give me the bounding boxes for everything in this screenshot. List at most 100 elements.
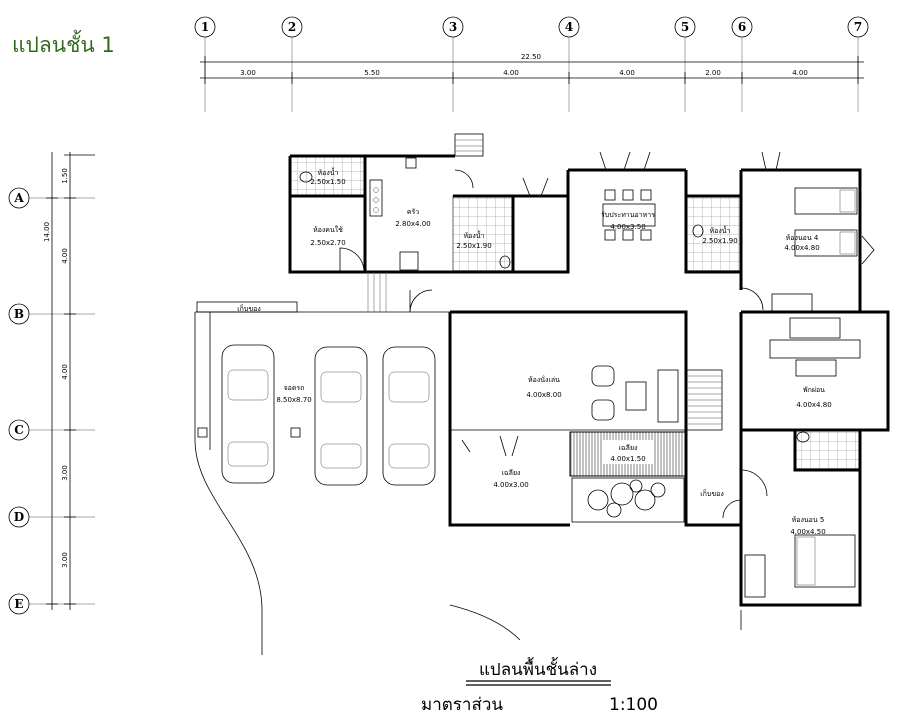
room-labels: ห้องน้ำ2.50x1.50 ห้องคนใช้2.50x2.70 ครัว…: [237, 166, 831, 536]
dim-left-5: 3.00: [61, 552, 69, 568]
grid-bubble-A: A: [8, 187, 95, 209]
room-label: ห้องนอน 4 4.00x4.80: [784, 234, 819, 252]
stairs: [367, 133, 723, 431]
scale-label: มาตราส่วน: [421, 695, 503, 715]
svg-text:รับประทานอาหาร: รับประทานอาหาร: [601, 211, 655, 219]
svg-text:ห้องน้ำ: ห้องน้ำ: [710, 224, 731, 235]
building-walls: [195, 133, 890, 607]
room-label: ห้องน้ำ 2.50x1.90: [456, 229, 491, 250]
svg-text:4.00x3.00: 4.00x3.00: [493, 481, 528, 489]
sofa-icon: [744, 293, 861, 598]
room-label: ห้องน้ำ 2.50x1.90: [702, 224, 737, 245]
page-title: แปลนชั้น 1: [12, 30, 115, 57]
room-label: รับประทานอาหาร 4.00x3.50: [601, 211, 655, 231]
svg-text:2.50x2.70: 2.50x2.70: [310, 239, 345, 247]
room-label: พักผ่อน4.00x4.80: [796, 386, 831, 409]
svg-text:2: 2: [288, 20, 296, 34]
svg-text:ครัว: ครัว: [407, 208, 419, 216]
svg-text:ห้องคนใช้: ห้องคนใช้: [313, 225, 343, 234]
svg-text:4.00x4.50: 4.00x4.50: [790, 528, 825, 536]
svg-text:1: 1: [201, 20, 209, 34]
column-grid: 1 2 3 4 5 6 7: [194, 16, 869, 112]
svg-text:7: 7: [854, 20, 862, 34]
bed-icon: [794, 534, 856, 588]
car-icon: [221, 344, 275, 484]
caption-title: แปลนพื้นชั้นล่าง: [479, 657, 597, 680]
svg-text:4.00x1.50: 4.00x1.50: [610, 455, 645, 463]
svg-text:ห้องน้ำ: ห้องน้ำ: [464, 229, 485, 240]
dim-span-1: 3.00: [240, 69, 256, 77]
svg-text:5: 5: [681, 20, 689, 34]
room-label: เก็บของ: [700, 489, 723, 498]
dim-left-2: 4.00: [61, 248, 69, 264]
room-label: ครัว 2.80x4.00: [395, 208, 430, 228]
room-label: ห้องนั่งเล่น4.00x8.00: [526, 375, 561, 399]
grid-bubble-5: 5: [674, 16, 696, 112]
svg-text:E: E: [14, 597, 23, 611]
svg-text:ห้องน้ำ: ห้องน้ำ: [318, 166, 339, 177]
dim-span-2: 5.50: [364, 69, 380, 77]
svg-text:2.50x1.50: 2.50x1.50: [310, 178, 345, 186]
svg-text:4.00x3.50: 4.00x3.50: [610, 223, 645, 231]
svg-text:8.50x8.70: 8.50x8.70: [276, 396, 311, 404]
grid-bubble-B: B: [8, 303, 95, 325]
svg-text:B: B: [14, 307, 24, 321]
svg-text:ห้องนอน 4: ห้องนอน 4: [786, 234, 819, 242]
svg-text:D: D: [14, 510, 24, 524]
dim-span-5: 2.00: [705, 69, 721, 77]
grid-bubble-D: D: [8, 506, 95, 528]
garden-icon: [587, 479, 666, 518]
svg-text:2.50x1.90: 2.50x1.90: [456, 242, 491, 250]
room-label: ห้องคนใช้ 2.50x2.70: [310, 225, 345, 247]
svg-text:4.00x4.80: 4.00x4.80: [784, 244, 819, 252]
dim-left-4: 3.00: [61, 465, 69, 481]
svg-text:A: A: [13, 191, 24, 205]
dim-left-3: 4.00: [61, 364, 69, 380]
svg-text:ห้องนั่งเล่น: ห้องนั่งเล่น: [528, 375, 560, 384]
svg-text:เฉลียง: เฉลียง: [619, 444, 638, 452]
room-label: เก็บของ: [237, 304, 260, 313]
svg-text:จอดรถ: จอดรถ: [284, 384, 305, 392]
plan-caption: แปลนพื้นชั้นล่าง มาตราส่วน 1:100: [421, 657, 658, 715]
driveway: [194, 312, 742, 655]
room-label: เฉลียง 4.00x1.50: [603, 440, 653, 464]
dim-span-3: 4.00: [503, 69, 519, 77]
toilet-icon: [299, 171, 810, 443]
grid-bubble-C: C: [8, 419, 95, 441]
svg-text:C: C: [14, 423, 24, 437]
grid-bubble-6: 6: [731, 16, 753, 112]
svg-text:2.80x4.00: 2.80x4.00: [395, 220, 430, 228]
grid-bubble-2: 2: [281, 16, 303, 112]
car-icon: [314, 346, 368, 486]
dining-table-icon: [602, 189, 656, 241]
grid-bubble-E: E: [8, 593, 95, 615]
top-dimensions: 22.50 3.00 5.50 4.00 4.00 2.00 4.00: [200, 53, 864, 84]
scale-value: 1:100: [609, 695, 658, 715]
doors: [339, 151, 875, 519]
room-label: จอดรถ 8.50x8.70: [276, 384, 311, 404]
row-grid: A B C D E: [8, 187, 95, 615]
stove-icon: [369, 157, 419, 271]
svg-text:4: 4: [565, 20, 573, 34]
svg-text:2.50x1.90: 2.50x1.90: [702, 237, 737, 245]
svg-text:พักผ่อน: พักผ่อน: [803, 386, 825, 394]
dim-left-1: 1.50: [61, 168, 69, 184]
svg-text:เก็บของ: เก็บของ: [237, 304, 260, 313]
sofa-icon: [591, 365, 679, 423]
furniture: [197, 157, 861, 598]
left-dimensions: 14.00 1.50 4.00 4.00 3.00 3.00: [43, 152, 95, 610]
bed-icon: [794, 187, 858, 257]
room-label: ห้องน้ำ2.50x1.50: [310, 166, 345, 186]
dim-span-6: 4.00: [792, 69, 808, 77]
grid-bubble-3: 3: [442, 16, 464, 112]
svg-text:6: 6: [738, 20, 746, 34]
svg-text:ห้องนอน 5: ห้องนอน 5: [792, 516, 825, 524]
dim-span-4: 4.00: [619, 69, 635, 77]
svg-text:เก็บของ: เก็บของ: [700, 489, 723, 498]
dim-overall: 22.50: [521, 53, 541, 61]
car-icon: [382, 346, 436, 486]
svg-text:3: 3: [449, 20, 457, 34]
room-label: เฉลียง 4.00x3.00: [493, 469, 528, 489]
svg-text:เฉลียง: เฉลียง: [502, 469, 521, 477]
